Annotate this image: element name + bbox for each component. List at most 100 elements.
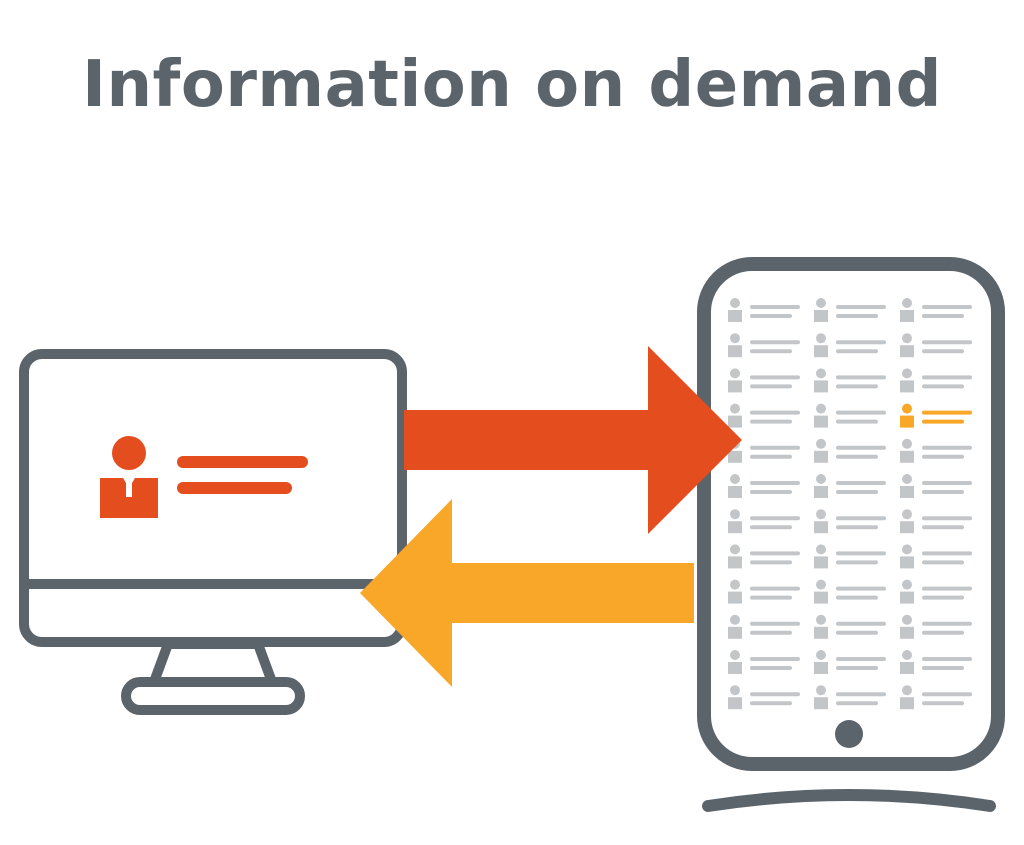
person-body: [728, 556, 742, 569]
page-title: Information on demand: [82, 48, 942, 122]
directory-entry: [900, 685, 972, 710]
person-body: [814, 345, 828, 358]
desktop-monitor-icon: [19, 349, 407, 715]
directory-entry: [728, 544, 800, 569]
person-icon: [816, 474, 826, 484]
directory-entry: [814, 685, 886, 710]
person-body: [900, 310, 914, 322]
person-icon: [730, 368, 740, 379]
person-body: [900, 380, 914, 393]
person-body: [728, 345, 742, 358]
directory-entry: [728, 298, 800, 322]
person-body: [728, 415, 742, 428]
person-body: [728, 380, 742, 393]
person-body: [900, 697, 914, 710]
person-body: [814, 415, 828, 428]
person-body: [728, 310, 742, 322]
person-body: [728, 626, 742, 639]
person-body: [814, 556, 828, 569]
person-body: [814, 591, 828, 604]
person-body: [814, 521, 828, 534]
person-body: [100, 478, 158, 518]
directory-entry: [900, 614, 972, 639]
person-body: [900, 662, 914, 674]
directory-entry: [728, 438, 800, 463]
response-arrow: [360, 499, 694, 687]
person-icon: [730, 544, 740, 555]
person-body: [814, 450, 828, 463]
person-icon: [730, 579, 740, 590]
person-icon: [902, 509, 912, 520]
request-arrow: [404, 346, 742, 534]
person-body: [900, 521, 914, 534]
person-body: [900, 626, 914, 639]
person-icon: [112, 436, 146, 470]
server-tower-icon: [697, 257, 1005, 812]
server-button: [835, 720, 863, 748]
person-body: [814, 486, 828, 498]
person-icon: [730, 474, 740, 484]
person-body: [814, 662, 828, 674]
person-body: [900, 450, 914, 463]
directory-entry: [814, 474, 886, 498]
person-icon: [816, 333, 826, 344]
person-body: [728, 662, 742, 674]
server-body: [697, 257, 1005, 771]
person-icon: [816, 438, 826, 449]
person-icon: [816, 368, 826, 379]
directory-entry: [728, 509, 800, 534]
directory-entry: [814, 650, 886, 674]
monitor-profile-card: [100, 436, 308, 518]
directory-entry: [814, 509, 886, 534]
person-icon: [902, 438, 912, 449]
person-icon: [902, 298, 912, 308]
person-body: [728, 697, 742, 710]
person-icon: [902, 544, 912, 555]
directory-entry: [900, 509, 972, 534]
directory-entry: [728, 403, 800, 428]
directory-entry: [814, 544, 886, 569]
person-icon: [816, 298, 826, 308]
person-icon: [730, 298, 740, 308]
person-body: [728, 521, 742, 534]
person-icon: [730, 614, 740, 625]
directory-entry: [900, 333, 972, 358]
person-icon: [902, 403, 912, 414]
person-icon: [816, 614, 826, 625]
person-icon: [816, 403, 826, 414]
directory-entry: [900, 438, 972, 463]
directory-entry: [728, 474, 800, 498]
person-icon: [816, 650, 826, 660]
person-icon: [816, 544, 826, 555]
person-icon: [902, 685, 912, 696]
person-body: [900, 415, 914, 428]
directory-entry: [728, 579, 800, 604]
person-body: [900, 486, 914, 498]
person-icon: [730, 509, 740, 520]
directory-entry: [814, 368, 886, 393]
directory-entry: [814, 438, 886, 463]
directory-entry: [728, 650, 800, 674]
directory-entry: [814, 614, 886, 639]
person-body: [814, 380, 828, 393]
directory-entry: [814, 298, 886, 322]
person-icon: [816, 579, 826, 590]
person-body: [900, 345, 914, 358]
person-tie: [126, 483, 132, 497]
person-body: [814, 697, 828, 710]
server-base: [702, 789, 996, 812]
person-icon: [730, 403, 740, 414]
directory-entry: [814, 579, 886, 604]
monitor-screen: [19, 349, 407, 647]
directory-entry: [900, 579, 972, 604]
directory-entry: [814, 403, 886, 428]
directory-entry: [900, 650, 972, 674]
directory-entry: [728, 685, 800, 710]
person-body: [728, 450, 742, 463]
directory-entry: [900, 368, 972, 393]
person-icon: [902, 333, 912, 344]
person-body: [728, 591, 742, 604]
directory-entry-highlighted: [900, 403, 972, 428]
person-icon: [902, 579, 912, 590]
